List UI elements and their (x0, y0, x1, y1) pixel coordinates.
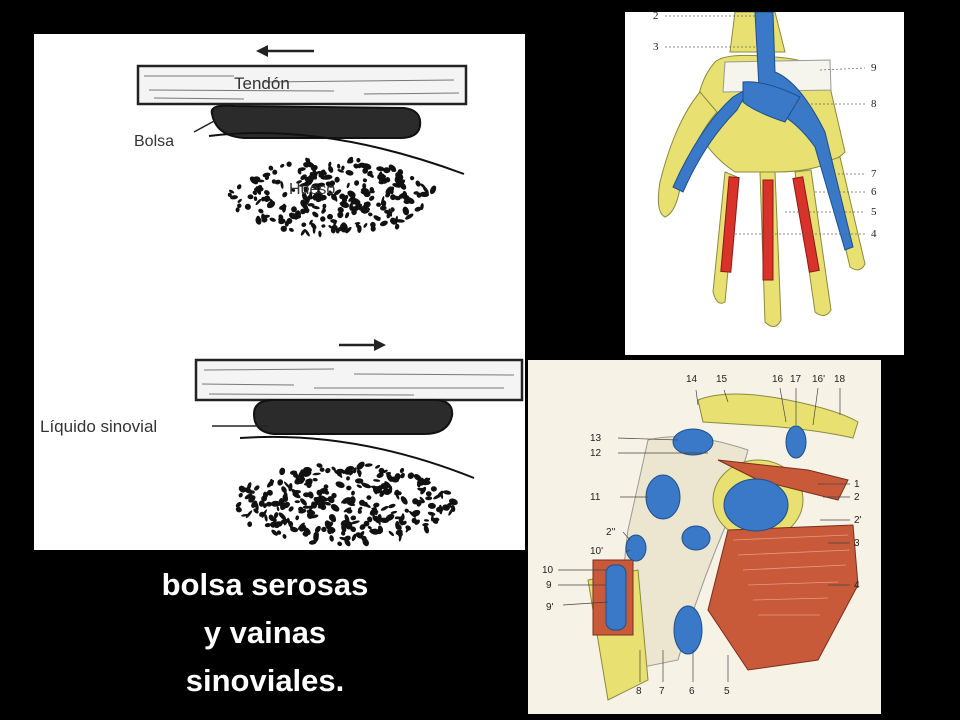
shoulder-label-17: 17 (790, 374, 802, 385)
hand-label-3: 3 (653, 41, 659, 53)
shoulder-label-18: 18 (834, 374, 846, 385)
shoulder-label-10prime: 10' (590, 546, 603, 557)
shoulder-label-11: 11 (590, 492, 601, 503)
bursa-label: Bolsa (134, 133, 174, 150)
shoulder-label-5: 5 (724, 686, 730, 697)
shoulder-label-1: 1 (854, 479, 860, 490)
arrow-right-icon (339, 339, 386, 351)
shoulder-label-13: 13 (590, 433, 602, 444)
shoulder-label-2: 2 (854, 492, 860, 503)
hand-label-5: 5 (871, 206, 877, 218)
shoulder-label-2dblprime: 2'' (606, 527, 615, 538)
bone-spots-bottom (235, 461, 458, 547)
caption-line-1: bolsa serosas (161, 567, 369, 602)
shoulder-label-10: 10 (542, 565, 554, 576)
shoulder-label-4: 4 (854, 580, 860, 591)
shoulder-label-6: 6 (689, 686, 695, 697)
shoulder-label-15: 15 (716, 374, 728, 385)
caption-line-2: y vainas (203, 615, 327, 650)
tendon-top: Tendón (136, 64, 468, 106)
shoulder-label-16prime: 16' (812, 374, 825, 385)
synovial-fluid-label: Líquido sinovial (40, 417, 157, 436)
bone-label: Hueso (289, 181, 335, 198)
hand-label-7: 7 (871, 168, 877, 180)
bone-spots-top (227, 156, 437, 238)
bursa-diagram: Tendón Bolsa Hueso Líquido sinovial (34, 34, 525, 550)
shoulder-label-9: 9 (546, 580, 552, 591)
hand-label-4: 4 (871, 228, 877, 240)
tendon-label: Tendón (234, 74, 290, 93)
tendon-bottom (194, 358, 524, 402)
bursa-top (210, 104, 422, 139)
shoulder-label-3: 3 (854, 538, 860, 549)
shoulder-label-2prime: 2' (854, 515, 862, 526)
shoulder-label-12: 12 (590, 448, 602, 459)
shoulder-bursa-diagram: 14 15 16 17 16' 18 13 12 11 2'' 10' 10 9… (528, 360, 881, 714)
shoulder-label-16: 16 (772, 374, 784, 385)
arrow-left-icon (256, 45, 314, 57)
shoulder-label-7: 7 (659, 686, 665, 697)
hand-label-6: 6 (871, 186, 877, 198)
hand-label-9: 9 (871, 62, 877, 74)
shoulder-label-9prime: 9' (546, 602, 554, 613)
hand-sheath-diagram: 2 3 9 8 7 6 5 4 (625, 12, 904, 355)
hand-label-2: 2 (653, 12, 659, 22)
hand-label-8: 8 (871, 98, 877, 110)
caption-line-3: sinoviales. (185, 663, 345, 698)
shoulder-label-8: 8 (636, 686, 642, 697)
shoulder-label-14: 14 (686, 374, 698, 385)
bursa-bottom (252, 399, 454, 435)
